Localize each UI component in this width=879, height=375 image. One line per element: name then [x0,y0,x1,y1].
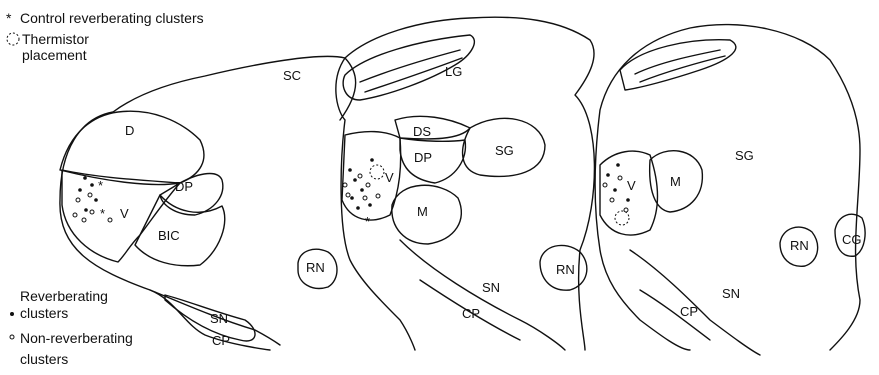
control-clusters-label: Control reverberating clusters [20,10,204,26]
control-star-symbol: * [6,10,12,26]
thermistor-label-line2: placement [22,47,87,63]
rn-label-2: RN [556,262,575,277]
svg-text:*: * [100,206,105,221]
thermistor-label-line1: Thermistor [22,31,89,47]
section2-outline [336,17,595,350]
v-label-2: V [385,170,394,185]
section1-clusters: * * [73,176,112,222]
section2-clusters: * [343,158,384,229]
section-3: SG V M CG RN SN CP [595,25,865,355]
legend-bottom: Reverberating clusters Non-reverberating… [10,288,133,367]
bic-label: BIC [158,228,180,243]
nonreverb-symbol [10,335,14,339]
svg-text:*: * [365,214,370,229]
section-1: SC D DP V BIC RN SN CP * * [60,56,356,350]
dp-label-2: DP [414,150,432,165]
sn-band-3 [630,250,760,355]
reverb-label-line1: Reverberating [20,288,108,304]
rn-label-1: RN [306,260,325,275]
v-label-3: V [627,178,636,193]
thermistor-symbol [7,33,19,45]
bic-region [135,195,225,266]
dp-region-2 [400,138,465,183]
sn-band-2 [400,240,565,350]
sg-outline-3 [620,40,736,90]
cp-label-2: CP [462,306,480,321]
sn-label-2: SN [482,280,500,295]
dp-label-1: DP [175,179,193,194]
cg-label: CG [842,232,862,247]
sg-label-3: SG [735,148,754,163]
reverb-label-line2: clusters [20,305,68,321]
svg-text:*: * [98,178,103,193]
lg-label: LG [445,64,462,79]
v-region-3 [600,151,658,235]
sc-label: SC [283,68,301,83]
cp-band-3 [640,290,710,340]
sn-label-3: SN [722,286,740,301]
ds-label: DS [413,124,431,139]
thermistor-marker-2 [370,165,384,179]
legend-top: * Control reverberating clusters Thermis… [6,10,204,63]
d-label: D [125,123,134,138]
section3-clusters [603,163,630,225]
section-2: LG DS DP SG V M RN SN CP * [336,17,595,350]
sg-label-2: SG [495,143,514,158]
rn-label-3: RN [790,238,809,253]
v-label-1: V [120,206,129,221]
cp-label-1: CP [212,333,230,348]
ds-region [395,116,470,139]
reverb-symbol [10,312,14,316]
nonreverb-label-line2: clusters [20,351,68,367]
section1-outline [60,56,356,350]
thermistor-marker-3 [615,211,629,225]
sn-label-1: SN [210,311,228,326]
m-label-2: M [417,204,428,219]
nonreverb-label-line1: Non-reverberating [20,330,133,346]
cp-label-3: CP [680,304,698,319]
m-label-3: M [670,174,681,189]
